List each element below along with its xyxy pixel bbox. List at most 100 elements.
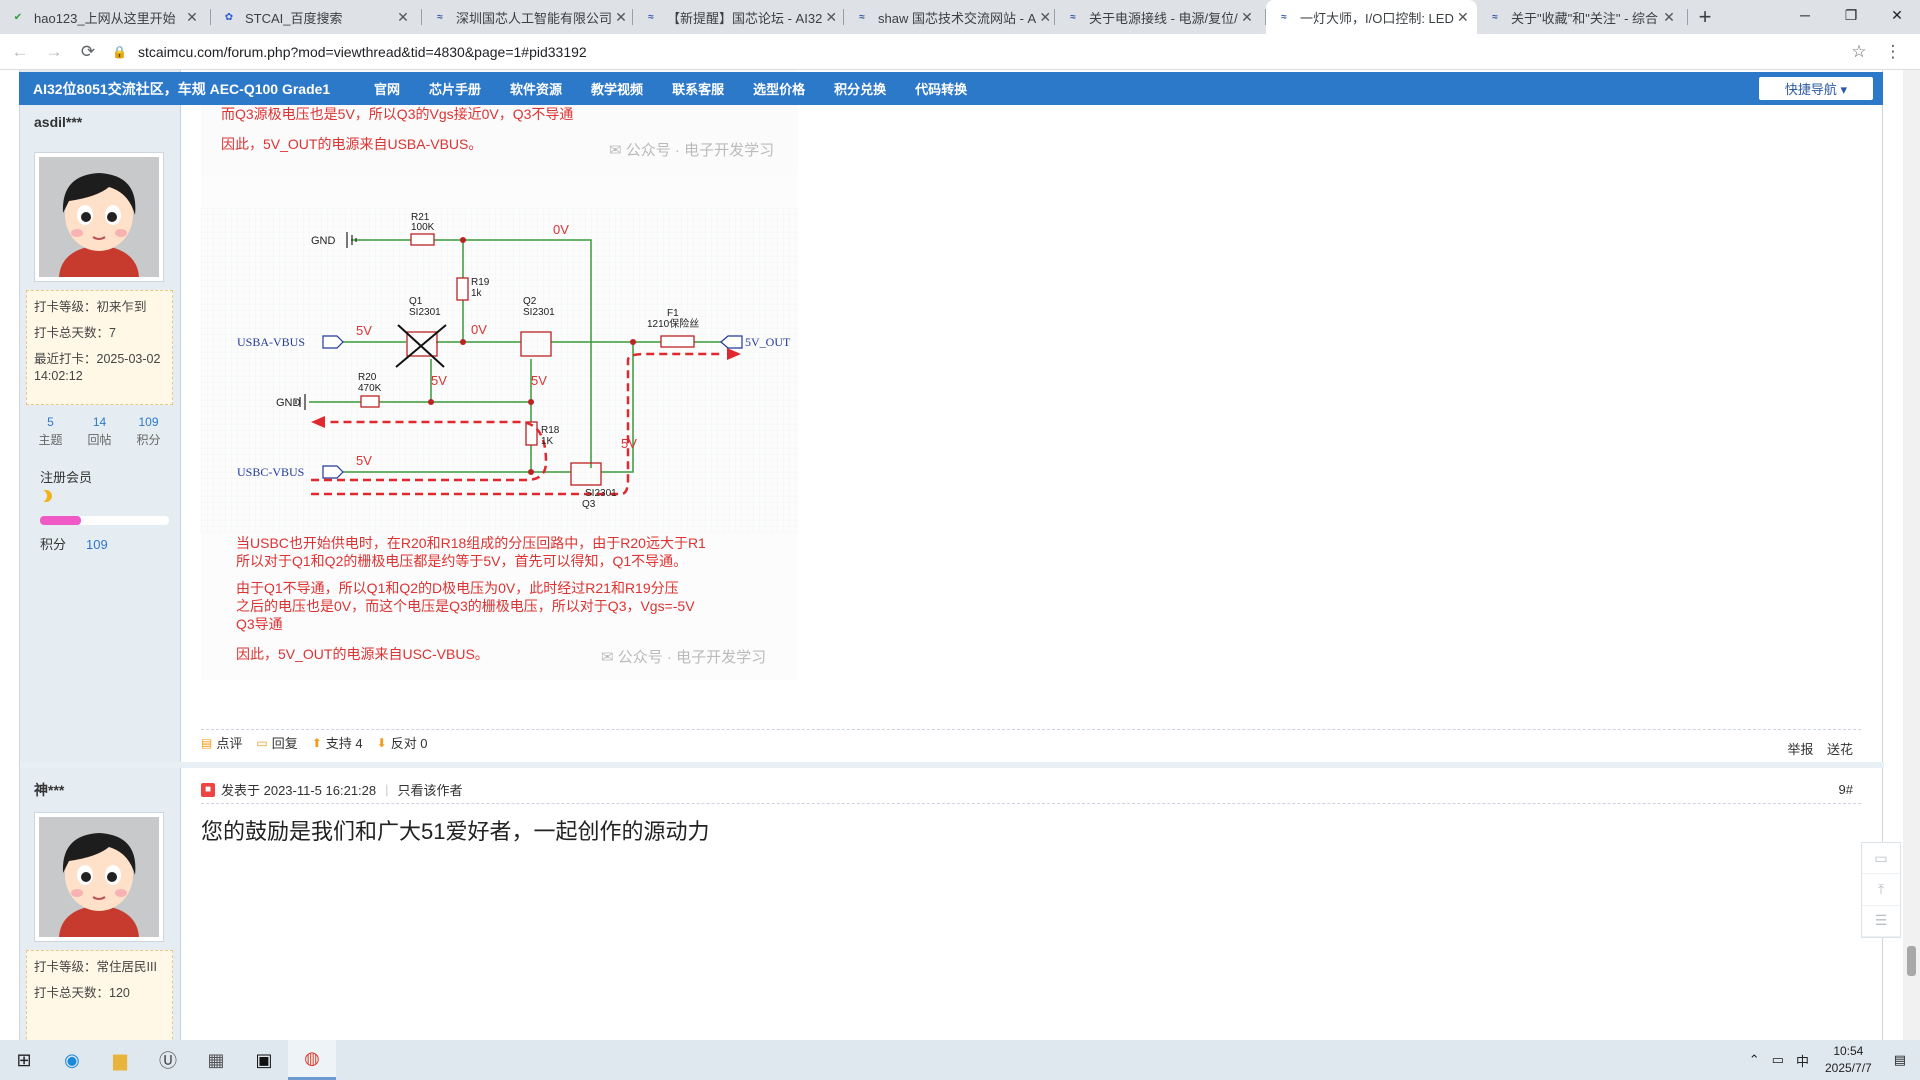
svg-text:Q3导通: Q3导通 <box>236 616 283 632</box>
edge-browser-icon[interactable]: ◉ <box>64 1049 80 1070</box>
close-tab-icon[interactable]: ✕ <box>1663 8 1675 25</box>
scrollbar-thumb[interactable] <box>1907 946 1916 976</box>
site-info-icon[interactable]: 🔒 <box>112 44 127 59</box>
post-action-bar: ▤点评 ▭回复 ⬆支持 4 ⬇反对 0 举报 送花 <box>201 729 1861 757</box>
browser-tab[interactable]: ≈关于"收藏"和"关注" - 综合✕ <box>1477 0 1688 34</box>
close-tab-icon[interactable]: ✕ <box>825 8 838 25</box>
maximize-button[interactable]: ❐ <box>1844 6 1858 23</box>
close-tab-icon[interactable]: ✕ <box>1039 8 1052 25</box>
tab-title: STCAI_百度搜索 <box>245 10 343 26</box>
browser-tab[interactable]: ≈shaw 国芯技术交流网站 - A✕ <box>844 0 1055 34</box>
svg-text:Q3: Q3 <box>582 499 596 510</box>
svg-text:SI2301: SI2301 <box>585 488 617 499</box>
oppose-button[interactable]: ⬇反对 0 <box>376 735 428 752</box>
circuit-explanation-image[interactable]: 而Q3源极电压也是5V，所以Q3的Vgs接近0V，Q3不导通 因此，5V_OUT… <box>201 70 798 680</box>
minimize-button[interactable]: ─ <box>1800 7 1810 23</box>
author-username-2[interactable]: 神*** <box>34 782 65 798</box>
terminal-icon[interactable]: ▣ <box>255 1049 273 1070</box>
comment-button[interactable]: ▤点评 <box>201 735 243 752</box>
avatar-2[interactable] <box>34 812 164 942</box>
list-icon[interactable]: ☰ <box>1862 906 1900 937</box>
checkin-level-2: 打卡等级：常住居民III <box>34 960 157 974</box>
nav-support[interactable]: 联系客服 <box>672 82 725 97</box>
thumb-down-arrow-icon: ⬇ <box>376 735 387 750</box>
start-windows-icon[interactable]: ⊞ <box>16 1049 32 1070</box>
svg-text:Q2: Q2 <box>523 296 537 307</box>
url-input[interactable]: 🔒 stcaimcu.com/forum.php?mod=viewthread&… <box>112 38 1842 66</box>
browser-tab[interactable]: ≈深圳国芯人工智能有限公司✕ <box>422 0 633 34</box>
nav-official-site[interactable]: 官网 <box>374 82 401 97</box>
close-tab-icon[interactable]: ✕ <box>615 8 627 25</box>
post-content: 而Q3源极电压也是5V，所以Q3的Vgs接近0V，Q3不导通 因此，5V_OUT… <box>201 70 1861 1040</box>
svg-text:0V: 0V <box>553 222 569 237</box>
cartoon-avatar-icon <box>39 817 159 937</box>
svg-text:5V: 5V <box>431 373 447 388</box>
system-tray: ⌃ ▭ 中 10:54 2025/7/7 ▤ <box>1743 1040 1920 1080</box>
checkin-level: 打卡等级：初来乍到 <box>34 300 147 314</box>
chrome-browser-icon[interactable]: ◍ <box>288 1040 336 1080</box>
gift-flower-link[interactable]: 送花 <box>1826 742 1853 757</box>
nav-code-convert[interactable]: 代码转换 <box>915 82 968 97</box>
close-tab-icon[interactable]: ✕ <box>397 8 409 25</box>
tab-title: 关于"收藏"和"关注" - 综合 <box>1511 10 1659 26</box>
notification-icon[interactable]: ▤ <box>1893 1052 1906 1067</box>
floor-number[interactable]: 9# <box>1838 782 1853 797</box>
forum-top-nav: AI32位8051交流社区，车规 AEC-Q100 Grade1 官网 芯片手册… <box>19 72 1883 105</box>
checkin-info: 打卡等级：初来乍到 打卡总天数：7 最近打卡：2025-03-02 14:02:… <box>26 290 173 405</box>
calculator-icon[interactable]: ▦ <box>207 1049 225 1070</box>
author-username[interactable]: asdil*** <box>34 114 83 130</box>
close-window-button[interactable]: ✕ <box>1891 6 1903 23</box>
nav-pricing[interactable]: 选型价格 <box>753 82 806 97</box>
nav-chip-manuals[interactable]: 芯片手册 <box>429 82 482 97</box>
tab-title: 【新提醒】国芯论坛 - AI32 <box>667 10 823 26</box>
bookmark-star-icon[interactable]: ☆ <box>1851 41 1867 61</box>
reply-button[interactable]: ▭回复 <box>256 735 298 752</box>
browser-menu-icon[interactable]: ⋮ <box>1884 41 1902 61</box>
nav-software[interactable]: 软件资源 <box>510 82 563 97</box>
close-tab-icon[interactable]: ✕ <box>186 8 198 25</box>
member-group[interactable]: 注册会员 <box>40 470 93 485</box>
url-text: stcaimcu.com/forum.php?mod=viewthread&ti… <box>138 43 587 60</box>
report-link[interactable]: 举报 <box>1787 742 1814 757</box>
forum-brand[interactable]: AI32位8051交流社区，车规 AEC-Q100 Grade1 <box>33 80 331 97</box>
checkin-days-2: 打卡总天数：120 <box>34 986 130 1000</box>
stc-icon: ≈ <box>1281 11 1287 23</box>
back-button[interactable]: ← <box>11 41 29 61</box>
forward-button[interactable]: → <box>45 41 63 61</box>
svg-text:100K: 100K <box>411 222 435 233</box>
tray-chevron-up-icon[interactable]: ⌃ <box>1748 1052 1760 1067</box>
network-icon[interactable]: ▭ <box>1771 1052 1784 1067</box>
nav-points[interactable]: 积分兑换 <box>834 82 887 97</box>
nav-videos[interactable]: 教学视频 <box>591 82 644 97</box>
file-explorer-icon[interactable]: ▆ <box>113 1049 127 1070</box>
quick-nav-dropdown[interactable]: 快捷导航 ▾ <box>1759 77 1873 100</box>
browser-tab[interactable]: ≈【新提醒】国芯论坛 - AI32✕ <box>633 0 844 34</box>
tab-title: 关于电源接线 - 电源/复位/ <box>1089 10 1238 26</box>
page-scrollbar[interactable] <box>1903 70 1920 1040</box>
new-tab-button[interactable]: + <box>1698 4 1712 29</box>
back-to-top-icon[interactable]: ⤒ <box>1862 874 1900 906</box>
quick-reply-icon[interactable]: ▭ <box>1862 843 1900 875</box>
avatar[interactable] <box>34 152 164 282</box>
reload-button[interactable]: ⟳ <box>80 41 96 61</box>
keil-uvision-icon[interactable]: Ⓤ <box>159 1051 177 1071</box>
close-tab-icon[interactable]: ✕ <box>1456 8 1469 25</box>
ime-indicator[interactable]: 中 <box>1795 1053 1809 1069</box>
svg-text:F1: F1 <box>667 308 679 319</box>
browser-tab[interactable]: ✿STCAI_百度搜索✕ <box>211 0 422 34</box>
browser-tab[interactable]: ≈关于电源接线 - 电源/复位/✕ <box>1055 0 1266 34</box>
svg-text:✉ 公众号 · 电子开发学习: ✉ 公众号 · 电子开发学习 <box>601 649 766 666</box>
browser-tab[interactable]: ≈一灯大师，I/O口控制: LED✕ <box>1266 0 1477 34</box>
svg-text:因此，5V_OUT的电源来自USBA-VBUS。: 因此，5V_OUT的电源来自USBA-VBUS。 <box>221 136 482 152</box>
cartoon-avatar-icon <box>39 157 159 277</box>
browser-tab[interactable]: ✔hao123_上网从这里开始✕ <box>0 0 211 34</box>
clock[interactable]: 10:54 2025/7/7 <box>1824 1044 1872 1075</box>
support-button[interactable]: ⬆支持 4 <box>311 735 363 752</box>
moon-level-icon <box>35 490 52 502</box>
author-only-link[interactable]: 只看该作者 <box>397 783 463 798</box>
close-tab-icon[interactable]: ✕ <box>1241 8 1253 25</box>
